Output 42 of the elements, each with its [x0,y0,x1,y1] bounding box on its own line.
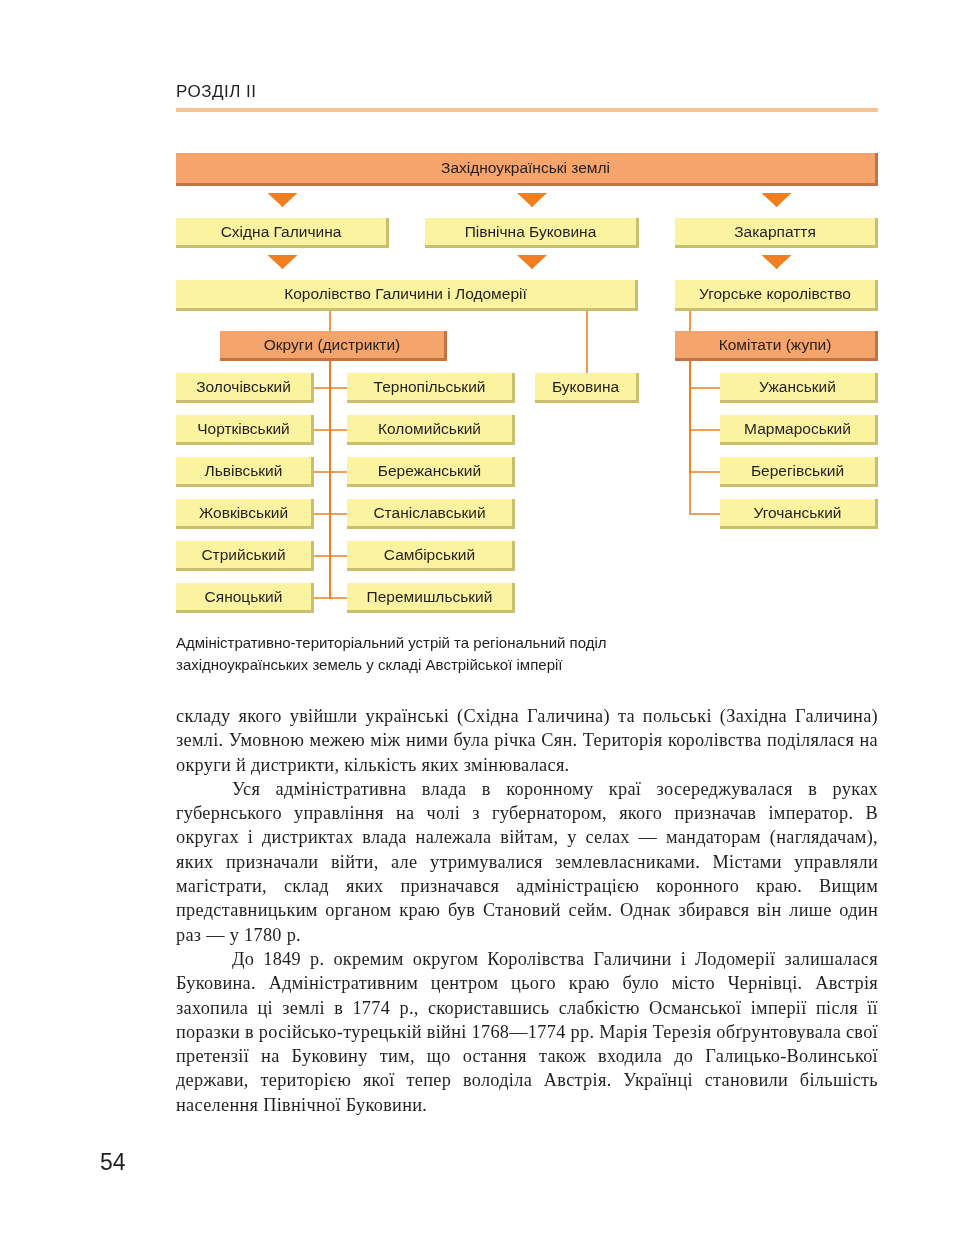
triangle-arrow [517,255,547,270]
entry-box: Східна Галичина [176,218,389,248]
entry-box: Стрийський [176,541,314,571]
triangle-arrow [761,255,792,270]
page-number: 54 [100,1149,126,1176]
entry-box: Королівство Галичини і Лодомерії [176,280,638,311]
body-paragraph: складу якого увійшли українські (Східна Галичина) та польські (Західна Галичина) землі. Умовною межею між ними була річка Сян. Територія королівства поділялася на округи й дистрикти, кількість яких змінювалася. [176,705,878,777]
entry-box: Самбірський [347,541,515,571]
entry-box: Угорське королівство [675,280,878,311]
connector-line [689,310,691,332]
entry-box: Бережанський [347,457,515,487]
entry-box: Жовківський [176,499,314,529]
connector-line [329,310,331,332]
category-box: Округи (дистрикти) [220,331,447,361]
body-paragraph: До 1849 р. окремим округом Королівства Галичини і Лодомерії залишалася Буковина. Адміністративним центром цього краю було місто Чернівці. Австрія захопила ці землі в 1774 р., скориставшись слабкістю Османської імперії після її поразки в російсько-турецькій війні 1768—1774 рр. Марія Терезія обґрунтовувала свої претензії на Буковину тим, що остання також входила до Галицько-Волинської держави, територією якої тепер володіла Австрія. Українці становили більшість населення Північної Буковини. [176,947,878,1117]
body-paragraph: Уся адміністративна влада в коронному краї зосереджувалася в руках губернського управління на чолі з губернатором, якого призначав імператор. В округах і дистриктах влада належала війтам, у селах — мандаторам (наглядачам), яких призначали війти, але утримувалися землевласниками. Містами управляли магістрати, склад яких призначався адміністрацією коронного краю. Вищим представницьким органом краю був Становий сейм. Однак збирався він лише один раз — у 1780 р. [176,777,878,947]
triangle-arrow [761,193,792,208]
entry-box: Львівський [176,457,314,487]
entry-box: Коломийський [347,415,515,445]
entry-box: Сяноцький [176,583,314,613]
connector-line [329,360,348,599]
triangle-arrow [267,193,298,208]
entry-box: Станіславський [347,499,515,529]
category-box: Комітати (жупи) [675,331,878,361]
entry-box: Буковина [535,373,639,403]
entry-box: Ужанський [720,373,878,403]
connector-line [689,360,721,515]
entry-box: Закарпаття [675,218,878,248]
connector-line [586,310,588,374]
category-box: Західноукраїнські землі [176,153,878,186]
entry-box: Перемишльський [347,583,515,613]
entry-box: Тернопільський [347,373,515,403]
entry-box: Чортківський [176,415,314,445]
entry-box: Угочанський [720,499,878,529]
triangle-arrow [517,193,547,208]
section-heading: РОЗДІЛ ІІ [176,82,257,102]
entry-box: Золочівський [176,373,314,403]
entry-box: Берегівський [720,457,878,487]
entry-box: Мармароський [720,415,878,445]
figure-caption: Адміністративно-територіальний устрій та регіональний поділ західноукраїнських земель у складі Австрійської імперії [176,633,608,675]
triangle-arrow [267,255,298,270]
entry-box: Північна Буковина [425,218,639,248]
